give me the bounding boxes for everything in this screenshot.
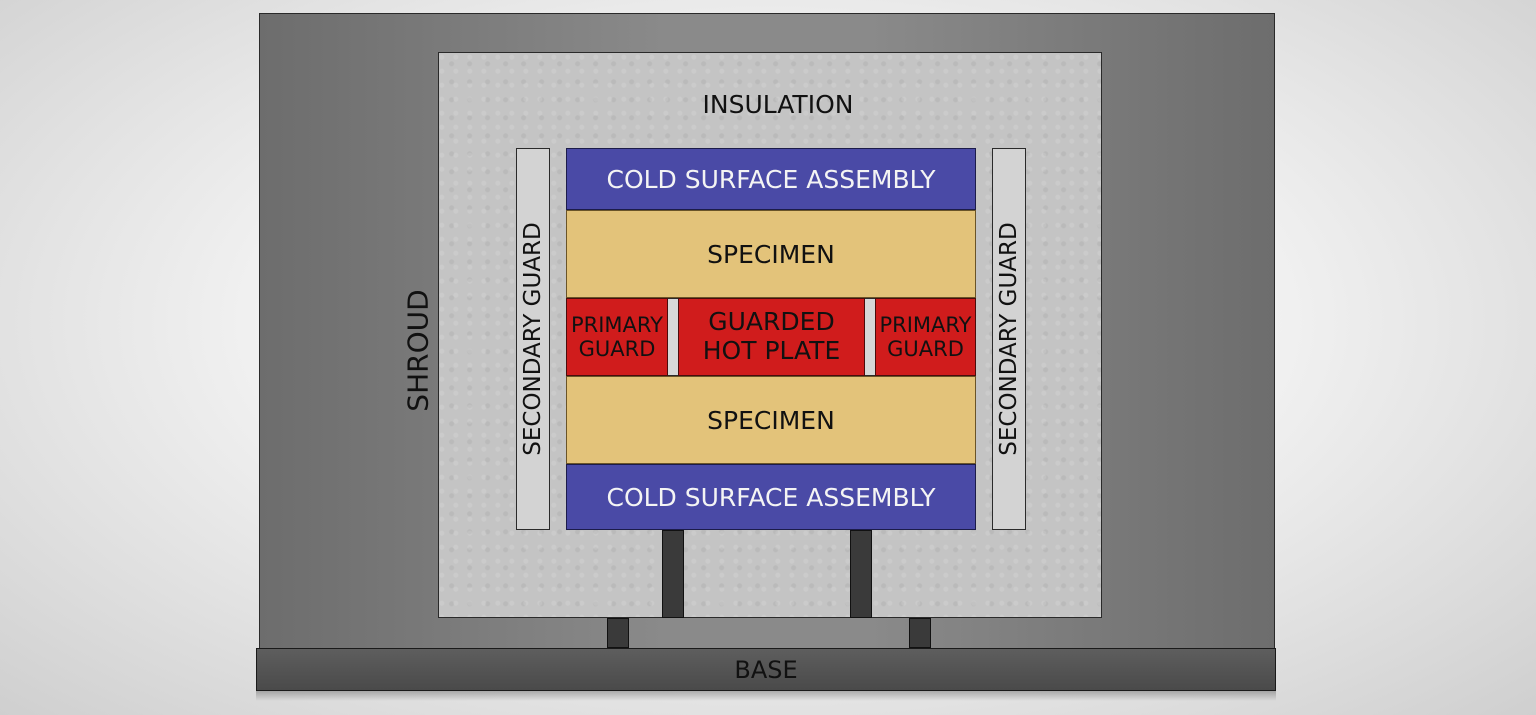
base: BASE bbox=[256, 648, 1276, 691]
base-shadow bbox=[256, 691, 1276, 701]
support-foot-left bbox=[607, 618, 629, 648]
insulation-label: INSULATION bbox=[702, 89, 854, 119]
hot-plate-line1: GUARDED bbox=[708, 307, 835, 337]
primary-guard-right-line2: GUARD bbox=[887, 337, 964, 361]
hot-plate-line2: HOT PLATE bbox=[702, 336, 841, 365]
guarded-hot-plate: GUARDED HOT PLATE bbox=[678, 298, 865, 376]
primary-guard-left-line2: GUARD bbox=[578, 337, 656, 361]
support-post-right bbox=[850, 530, 872, 618]
secondary-guard-left: SECONDARY GUARD bbox=[516, 148, 550, 530]
support-foot-right bbox=[909, 618, 931, 648]
primary-guard-right-line1: PRIMARY bbox=[879, 312, 972, 337]
support-post-left bbox=[662, 530, 684, 618]
specimen-bottom: SPECIMEN bbox=[566, 376, 976, 464]
cold-surface-assembly-bottom: COLD SURFACE ASSEMBLY bbox=[566, 464, 976, 530]
specimen-top: SPECIMEN bbox=[566, 210, 976, 298]
primary-guard-left: PRIMARY GUARD bbox=[566, 298, 668, 376]
primary-guard-right: PRIMARY GUARD bbox=[875, 298, 976, 376]
primary-guard-left-line1: PRIMARY bbox=[570, 312, 663, 337]
secondary-guard-right: SECONDARY GUARD bbox=[992, 148, 1026, 530]
cold-surface-assembly-top: COLD SURFACE ASSEMBLY bbox=[566, 148, 976, 210]
